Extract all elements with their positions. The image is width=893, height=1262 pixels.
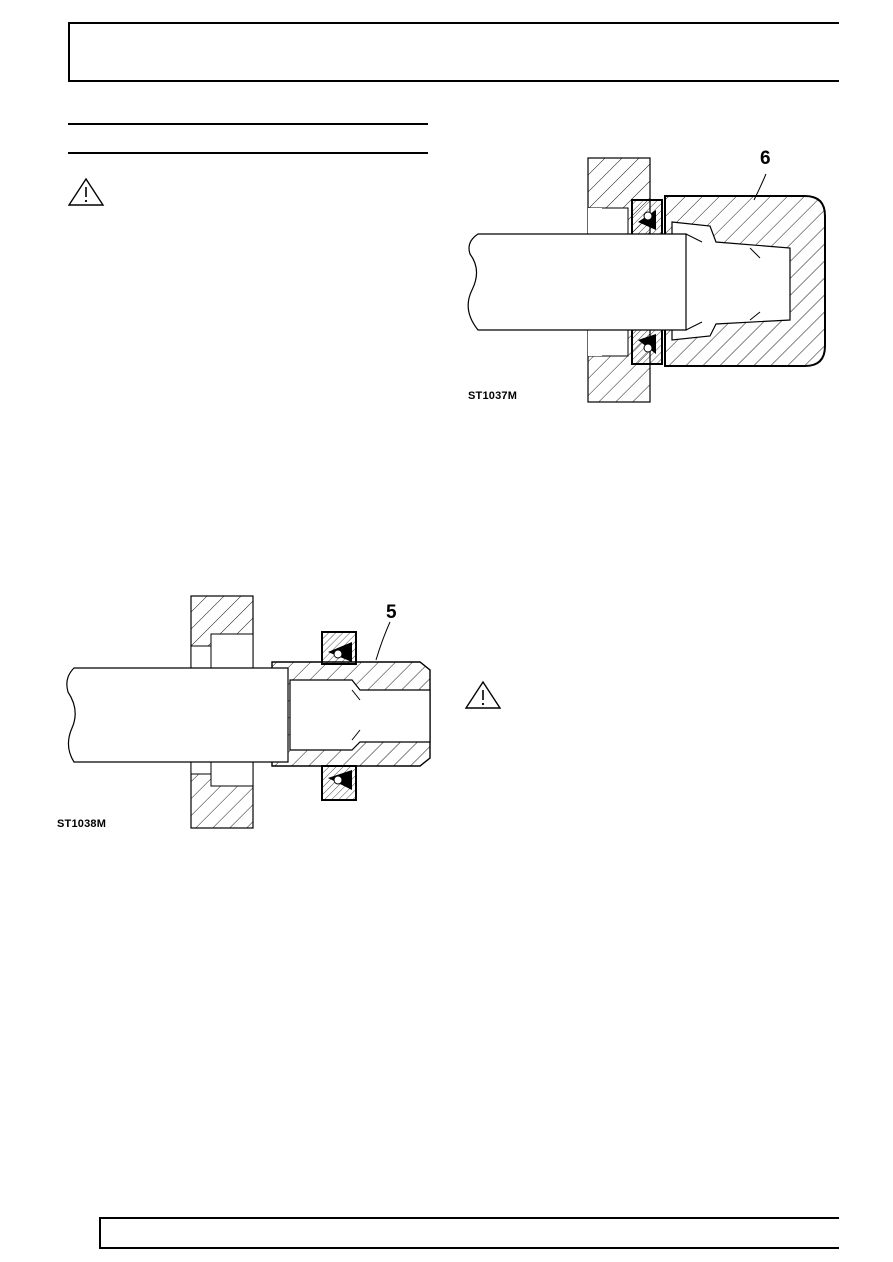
warning-triangle-icon: [464, 680, 502, 709]
page-footer-frame: [99, 1217, 839, 1249]
callout-6: 6: [760, 148, 771, 169]
callout-5: 5: [386, 602, 397, 623]
section-rule-top: [68, 123, 428, 125]
seal-fitting-diagram-lower: [66, 595, 431, 829]
section-rule-bottom: [68, 152, 428, 154]
warning-triangle-icon: [67, 177, 105, 206]
figure-code-upper: ST1037M: [468, 390, 518, 402]
seal-fitting-diagram-upper: [467, 157, 826, 403]
page-header-frame: [68, 22, 839, 82]
figure-code-lower: ST1038M: [57, 818, 107, 830]
